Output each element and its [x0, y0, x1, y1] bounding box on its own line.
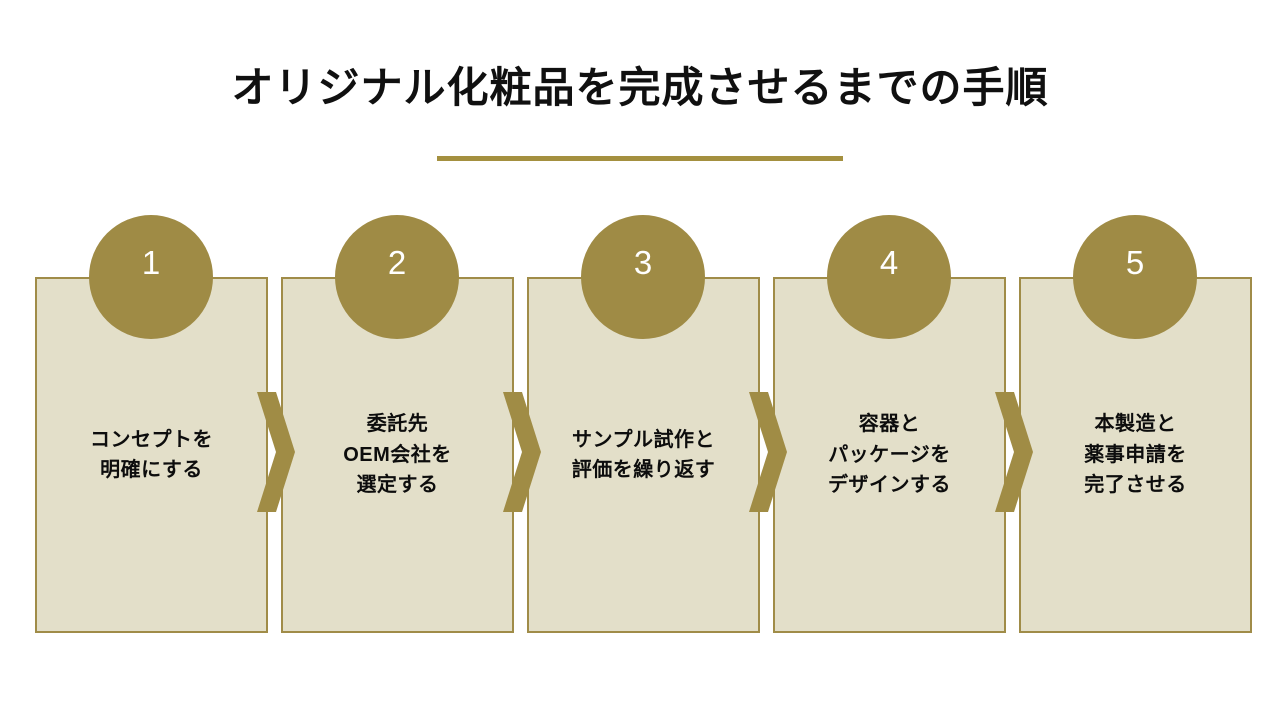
- page-title: オリジナル化粧品を完成させるまでの手順: [231, 64, 1049, 111]
- step-number-badge: 1: [89, 215, 213, 339]
- arrow-right-icon: [503, 392, 541, 512]
- arrow-right-icon: [257, 392, 295, 512]
- title-underline-rule: [437, 156, 843, 161]
- step-number-badge: 3: [581, 215, 705, 339]
- step-number-badge: 5: [1073, 215, 1197, 339]
- step-number-text: 1: [141, 244, 161, 281]
- step-number-text: 2: [387, 244, 407, 281]
- process-step-5: 本製造と 薬事申請を 完了させる 5: [1019, 0, 1252, 720]
- arrow-right-icon: [749, 392, 787, 512]
- arrow-right-icon: [995, 392, 1033, 512]
- process-step-2: 委託先 OEM会社を 選定する 2: [281, 0, 514, 720]
- step-number-badge: 4: [827, 215, 951, 339]
- step-box: [1019, 277, 1252, 633]
- step-number-badge: 2: [335, 215, 459, 339]
- step-number-text: 3: [633, 244, 653, 281]
- process-step-1: コンセプトを 明確にする 1: [35, 0, 268, 720]
- process-step-4: 容器と パッケージを デザインする 4: [773, 0, 1006, 720]
- process-step-3: サンプル試作と 評価を繰り返す 3: [527, 0, 760, 720]
- step-number-text: 4: [879, 244, 899, 281]
- step-number-text: 5: [1125, 244, 1145, 281]
